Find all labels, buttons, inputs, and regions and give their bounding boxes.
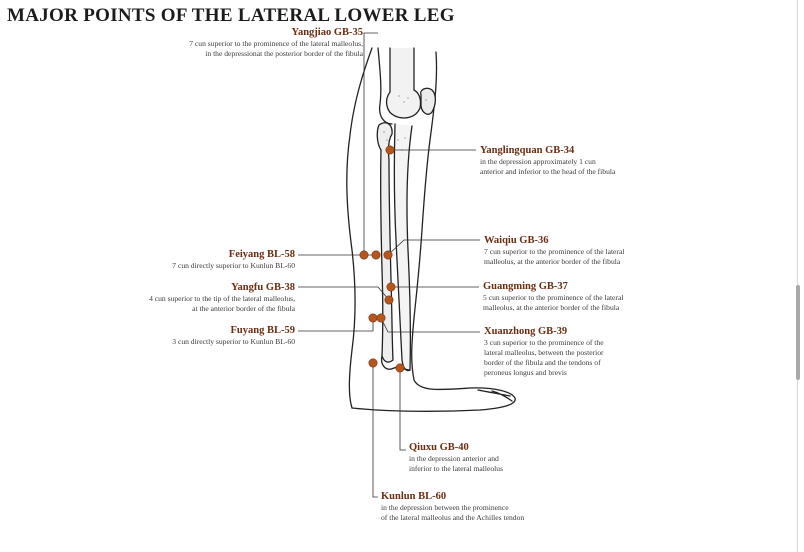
feiyang-point-name: Feiyang BL-58 <box>228 249 295 260</box>
xuanzhong-description-line: 3 cun superior to the prominence of the <box>484 338 604 348</box>
qiuxu-point-name: Qiuxu GB-40 <box>409 442 469 453</box>
foot-toes <box>477 389 513 402</box>
qiuxu-point-marker[interactable] <box>395 363 405 373</box>
xuanzhong-description-line: peroneus longus and brevis <box>484 367 567 377</box>
feiyang-description-line: 7 cun directly superior to Kunlun BL-60 <box>172 261 295 271</box>
page-title: MAJOR POINTS OF THE LATERAL LOWER LEG <box>7 5 455 26</box>
kunlun-description-line: of the lateral malleolus and the Achille… <box>381 513 525 523</box>
feiyang-point-marker[interactable] <box>371 250 381 260</box>
yangjiao-description-line: 7 cun superior to the prominence of the … <box>189 39 363 49</box>
xuanzhong-description-line: border of the fibula and the tendons of <box>484 357 601 367</box>
femur <box>385 47 422 119</box>
waiqiu-point-name: Waiqiu GB-36 <box>484 235 549 246</box>
fuyang-point-marker[interactable] <box>368 313 378 323</box>
fuyang-point-name: Fuyang BL-59 <box>230 325 295 336</box>
yangjiao-leader-line <box>363 32 378 255</box>
tibia <box>393 123 413 372</box>
fuyang-description-line: 3 cun directly superior to Kunlun BL-60 <box>172 337 295 347</box>
yangfu-point-marker[interactable] <box>384 295 394 305</box>
guangming-description-line: 5 cun superior to the prominence of the … <box>483 293 624 303</box>
scrollbar-track[interactable] <box>797 0 798 552</box>
guangming-point-marker[interactable] <box>386 282 396 292</box>
waiqiu-leader-line <box>387 239 480 256</box>
xuanzhong-leader-line <box>380 317 480 333</box>
waiqiu-point-marker[interactable] <box>383 250 393 260</box>
leg-outline-front <box>351 51 516 412</box>
waiqiu-description-line: 7 cun superior to the prominence of the … <box>484 247 625 257</box>
kunlun-leader-line <box>372 363 378 498</box>
xuanzhong-point-name: Xuanzhong GB-39 <box>484 326 568 337</box>
yangfu-description-line: 4 cun superior to the tip of the lateral… <box>149 294 295 304</box>
yanglingquan-point-marker[interactable] <box>385 145 395 155</box>
yangjiao-point-marker[interactable] <box>359 250 369 260</box>
yangfu-description-line: at the anterior border of the fibula <box>192 304 295 314</box>
guangming-description-line: malleolus, at the anterior border of the… <box>483 303 620 313</box>
qiuxu-description-line: inferior to the lateral malleolus <box>409 464 504 474</box>
waiqiu-description-line: malleolus, at the anterior border of the… <box>484 257 621 267</box>
bone-shading <box>383 95 427 151</box>
scrollbar-thumb[interactable] <box>796 285 800 380</box>
xuanzhong-point-marker[interactable] <box>376 313 386 323</box>
guangming-point-name: Guangming GB-37 <box>483 281 568 292</box>
yanglingquan-description-line: anterior and inferior to the head of the… <box>480 167 616 177</box>
yangjiao-point-name: Yangjiao GB-35 <box>291 27 363 38</box>
ankle-bones <box>380 355 411 371</box>
yangfu-point-name: Yangfu GB-38 <box>231 282 295 293</box>
kunlun-point-name: Kunlun BL-60 <box>381 491 447 502</box>
xuanzhong-description-line: lateral malleolus, between the posterior <box>484 348 604 358</box>
qiuxu-description-line: in the depression anterior and <box>409 454 499 464</box>
kunlun-description-line: in the depression between the prominence <box>381 503 509 513</box>
kunlun-point-marker[interactable] <box>368 358 378 368</box>
yangjiao-description-line: in the depressionat the posterior border… <box>205 49 363 59</box>
fuyang-leader-line <box>298 318 374 332</box>
leg-outline-back <box>346 47 373 409</box>
patella <box>420 87 437 115</box>
femur-inner <box>377 47 393 125</box>
qiuxu-leader-line <box>399 368 406 451</box>
yanglingquan-description-line: in the depression approximately 1 cun <box>480 157 596 167</box>
yanglingquan-point-name: Yanglingquan GB-34 <box>480 145 575 156</box>
yangfu-leader-line <box>298 286 390 301</box>
